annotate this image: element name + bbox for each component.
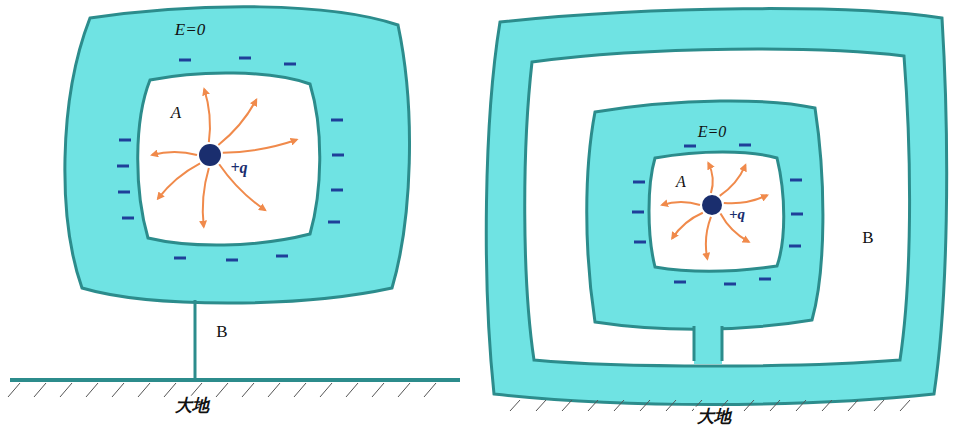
stroke <box>510 400 520 411</box>
neck-edge <box>721 326 724 361</box>
stroke <box>328 221 340 224</box>
label-charge: +q <box>230 159 247 177</box>
field-arrow <box>706 217 711 259</box>
stroke <box>226 259 238 262</box>
stroke <box>118 191 130 194</box>
label-field: E=0 <box>698 123 727 141</box>
stroke <box>239 57 251 60</box>
field-arrow <box>724 195 767 203</box>
field-arrow <box>720 165 746 196</box>
ground-wire <box>194 300 197 380</box>
stroke <box>640 400 650 411</box>
label-region: A <box>171 104 181 123</box>
stroke <box>674 281 686 284</box>
stroke <box>724 283 736 286</box>
stroke <box>744 400 754 411</box>
connecting-neck <box>694 320 722 364</box>
stroke <box>632 211 644 214</box>
stroke <box>179 59 191 62</box>
stroke <box>112 383 124 397</box>
label-field: E=0 <box>175 21 205 40</box>
field-arrow <box>662 202 700 205</box>
field-arrow <box>218 100 256 145</box>
ground-line <box>10 378 460 382</box>
conductor-shell <box>65 7 410 303</box>
stroke <box>900 400 910 411</box>
stroke <box>536 400 546 411</box>
stroke <box>8 383 20 397</box>
stroke <box>874 400 884 411</box>
stroke <box>216 383 228 397</box>
neck-edge <box>693 326 696 361</box>
field-arrow <box>203 168 209 227</box>
label-ground: 大地 <box>172 396 212 415</box>
field-arrow <box>708 163 712 193</box>
stroke <box>848 400 858 411</box>
negative-charges <box>117 58 803 284</box>
field-arrow <box>672 213 703 239</box>
stroke <box>796 400 806 411</box>
point-charge <box>702 195 722 215</box>
stroke <box>739 144 751 147</box>
outer-shell <box>486 9 946 405</box>
stroke <box>86 383 98 397</box>
stroke <box>588 400 598 411</box>
stroke <box>242 383 254 397</box>
stroke <box>294 383 306 397</box>
field-arrow <box>204 89 210 142</box>
stroke <box>372 383 384 397</box>
stroke <box>614 400 624 411</box>
stroke <box>276 255 288 258</box>
field-arrow <box>223 140 297 153</box>
label-region: A <box>676 173 686 191</box>
field-arrow <box>152 152 197 155</box>
stroke <box>320 383 332 397</box>
stroke <box>634 241 646 244</box>
stroke <box>633 181 645 184</box>
stroke <box>770 400 780 411</box>
stroke <box>60 383 72 397</box>
stroke <box>822 400 832 411</box>
stroke <box>346 383 358 397</box>
stroke <box>122 217 134 220</box>
ground-hatching <box>8 383 436 397</box>
label-charge: +q <box>729 206 745 223</box>
label-ground: 大地 <box>694 407 734 426</box>
stroke <box>790 179 802 182</box>
stroke <box>284 63 296 66</box>
stroke <box>34 383 46 397</box>
label-region: B <box>862 229 873 248</box>
field-arrow <box>158 163 200 198</box>
stroke <box>398 383 410 397</box>
label-region: B <box>216 323 227 342</box>
field-lines <box>152 89 767 259</box>
stroke <box>174 257 186 260</box>
stroke <box>424 383 436 397</box>
stroke <box>268 383 280 397</box>
stroke <box>332 154 344 157</box>
inner-shell <box>587 101 823 329</box>
stroke <box>138 383 150 397</box>
stroke <box>789 245 801 248</box>
point-charge <box>199 144 221 166</box>
stroke <box>791 213 803 216</box>
stroke <box>117 165 129 168</box>
stroke <box>331 189 343 192</box>
stroke <box>666 400 676 411</box>
stroke <box>759 278 771 281</box>
stroke <box>331 119 343 122</box>
stroke <box>119 139 131 142</box>
stroke <box>684 145 696 148</box>
stroke <box>562 400 572 411</box>
